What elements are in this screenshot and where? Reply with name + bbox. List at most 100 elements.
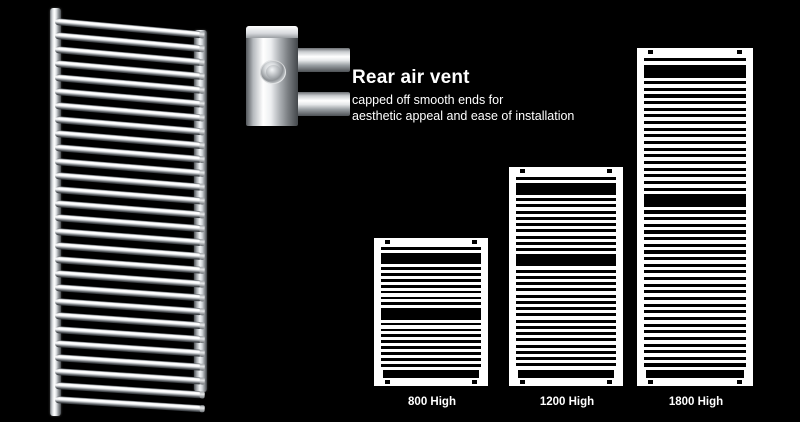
silhouette-rung [644, 104, 746, 108]
silhouette-gap [644, 356, 746, 360]
mounting-bracket-dot [472, 240, 477, 244]
silhouette-rung [644, 240, 746, 244]
silhouette-gap [644, 94, 746, 98]
mounting-bracket-dot [648, 380, 653, 384]
silhouette-gap [516, 254, 616, 267]
silhouette-rung [644, 333, 746, 337]
silhouette-rung [644, 124, 746, 128]
silhouette-rung [644, 150, 746, 155]
mounting-bracket-dot [737, 380, 742, 384]
silhouette-top-bar [509, 167, 623, 175]
silhouette-rung [516, 266, 616, 270]
silhouette-rung [644, 97, 746, 101]
silhouette-gap [644, 363, 746, 367]
silhouette-rung [644, 246, 746, 251]
silhouette-rung [644, 90, 746, 95]
caption-subtitle-line-1: capped off smooth ends for [352, 92, 504, 107]
silhouette-gap [644, 336, 746, 341]
silhouette-gap [516, 357, 616, 360]
upper-tube-end-icon [296, 48, 350, 72]
silhouette-gap [381, 290, 481, 294]
silhouette-rung [381, 293, 481, 297]
silhouette-gap [516, 269, 616, 273]
silhouette-rung [644, 177, 746, 181]
silhouette-gap [644, 81, 746, 85]
silhouette-gap [644, 167, 746, 171]
silhouette-rung [644, 260, 746, 264]
silhouette-gap [644, 230, 746, 234]
silhouette-rung [381, 366, 481, 370]
silhouette-top-bar [374, 238, 488, 246]
silhouette-gap [516, 300, 616, 304]
silhouette-rung [644, 293, 746, 297]
silhouette-rung [381, 275, 481, 279]
silhouette-gap [381, 252, 481, 265]
silhouette-rung [644, 346, 746, 351]
silhouette-rung [644, 137, 746, 141]
silhouette-gap [644, 243, 746, 247]
silhouette-rung [644, 326, 746, 331]
silhouette-rung [381, 287, 481, 291]
silhouette-gap [381, 296, 481, 300]
silhouette-rung [644, 190, 746, 195]
silhouette-rung [644, 220, 746, 224]
silhouette-gap [516, 235, 616, 239]
silhouette-rung [516, 278, 616, 282]
silhouette-gap [516, 332, 616, 335]
silhouette-left-rail [509, 167, 518, 386]
silhouette-rung [516, 207, 616, 211]
mounting-bracket-dot [648, 50, 653, 54]
radiator-rungs [54, 0, 205, 422]
size-label: 1800 High [668, 396, 724, 408]
silhouette-gap [644, 270, 746, 274]
silhouette-right-rail [614, 167, 623, 386]
silhouette-rung [516, 328, 616, 332]
silhouette-rung [644, 170, 746, 175]
silhouette-gap [644, 296, 746, 301]
silhouette-top-bar [637, 48, 753, 56]
silhouette-gap [381, 302, 481, 306]
silhouette-gap [381, 352, 481, 355]
silhouette-gap [516, 313, 616, 317]
mounting-bracket-dot [385, 380, 390, 384]
radiator-rung [54, 368, 203, 385]
silhouette-gap [644, 127, 746, 131]
silhouette-gap [516, 294, 616, 298]
radiator-silhouette [637, 48, 753, 386]
silhouette-bottom-bar [637, 378, 753, 386]
silhouette-gap [516, 350, 616, 354]
silhouette-rung [516, 238, 616, 242]
silhouette-gap [644, 256, 746, 261]
air-vent-cap-center-icon [266, 65, 281, 79]
silhouette-rung [516, 341, 616, 345]
silhouette-rung [644, 157, 746, 161]
hero-radiator-image [0, 0, 240, 422]
valve-body-cap [246, 26, 298, 38]
silhouette-gap [644, 174, 746, 178]
silhouette-gap [381, 267, 481, 270]
silhouette-gap [381, 273, 481, 276]
silhouette-gap [644, 120, 746, 125]
silhouette-rung [644, 280, 746, 284]
silhouette-rung [644, 340, 746, 344]
silhouette-rung [644, 266, 746, 271]
mounting-bracket-dot [385, 240, 390, 244]
silhouette-gap [644, 58, 746, 62]
mounting-bracket-dot [472, 380, 477, 384]
silhouette-gap [381, 346, 481, 349]
caption-title: Rear air vent [352, 67, 470, 88]
radiator-silhouette [374, 238, 488, 386]
silhouette-gap [381, 246, 481, 250]
silhouette-rung [516, 366, 616, 370]
silhouette-gap [381, 340, 481, 344]
silhouette-rung [644, 77, 746, 81]
silhouette-rung [516, 213, 616, 217]
radiator-silhouette [509, 167, 623, 386]
silhouette-gap [644, 223, 746, 227]
silhouette-bottom-bar [374, 378, 488, 386]
silhouette-rung [644, 84, 746, 88]
silhouette-rung [516, 291, 616, 295]
lower-tube-end-icon [296, 92, 350, 116]
silhouette-rung [516, 310, 616, 314]
silhouette-rung [644, 353, 746, 357]
